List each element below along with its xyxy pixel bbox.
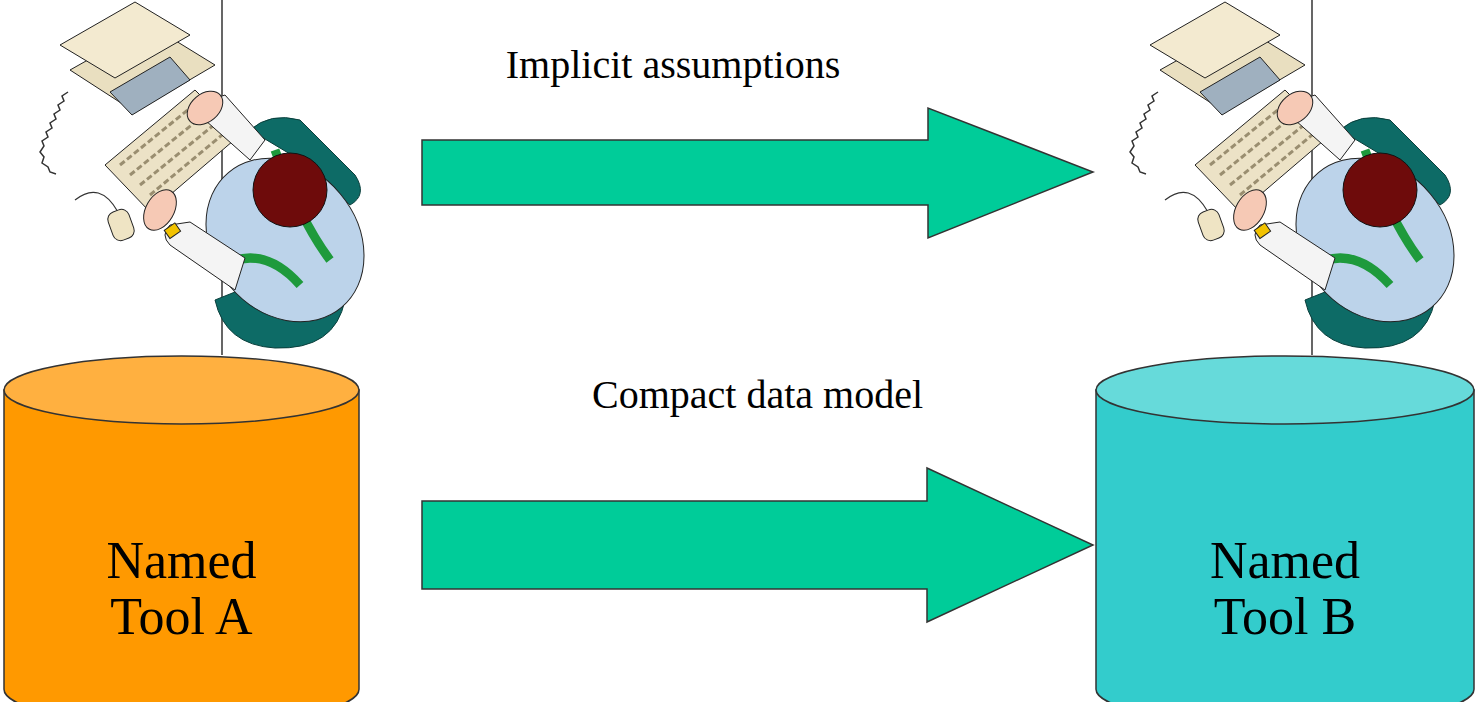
- database-cylinder: Named Tool A: [3, 355, 360, 702]
- cylinder-body: [4, 390, 359, 702]
- database-cylinder: Named Tool B: [1095, 355, 1475, 702]
- text-holder: Named Tool B: [1095, 533, 1475, 645]
- cylinder-outline: [3, 355, 360, 702]
- person-left: [40, 0, 397, 355]
- cylinder-top: [4, 356, 359, 424]
- cylinder-outline: [1095, 355, 1475, 702]
- block-arrow: [422, 108, 1093, 238]
- cylinder-top: [1096, 356, 1474, 424]
- cylinder-body: [1096, 390, 1474, 702]
- block-arrow: [422, 468, 1093, 622]
- arrow-caption: Implicit assumptions: [506, 43, 840, 87]
- person-right: [1130, 0, 1479, 355]
- text-holder: Named Tool A: [3, 533, 360, 645]
- edge-label: Compact data model: [592, 373, 923, 417]
- node-label: Named Tool B: [1165, 533, 1405, 645]
- node-label: Named Tool A: [62, 533, 302, 645]
